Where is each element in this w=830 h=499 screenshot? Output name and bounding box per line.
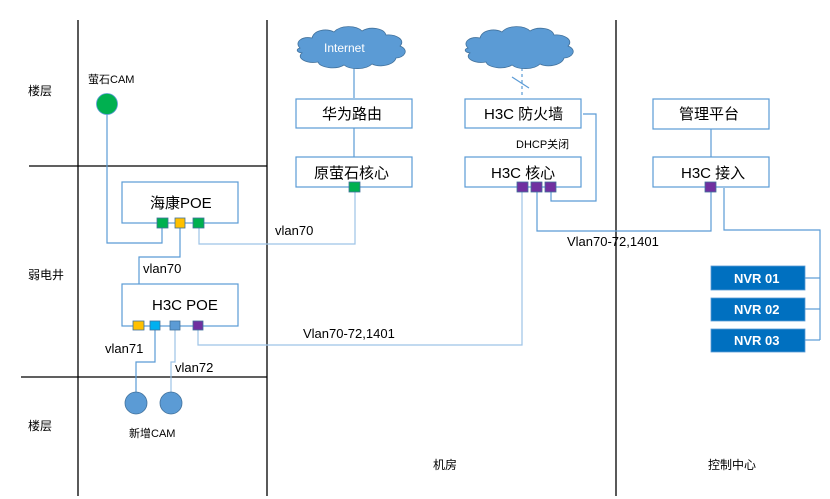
cloud-internet-shape [296,26,406,70]
nvr-box [710,297,806,322]
trunk-label-poe-core: Vlan70-72,1401 [303,326,395,341]
vlan-label-hik-h3c: vlan70 [143,261,181,276]
nvr-03[interactable]: NVR 03 [710,328,806,353]
vlan-label-hik-core: vlan70 [275,223,313,238]
nvr-label: NVR 03 [734,333,780,348]
camera-ys[interactable]: 萤石CAM [88,73,134,115]
trunk-label-core-access: Vlan70-72,1401 [567,234,659,249]
link-hik-poe-ys-core [198,192,356,245]
port-ys-core[interactable] [348,181,361,193]
camera-ys-label: 萤石CAM [88,73,134,86]
port-h3c-core-1[interactable] [516,181,529,193]
zone-label-floor-top: 楼层 [28,83,52,98]
port-h3c-poe-4[interactable] [192,320,204,331]
camera-new-1-icon [124,391,148,415]
cloud-firewall-uplink [464,26,574,70]
cloud-internet: Internet [296,26,406,70]
link-h3c-poe-h3c-core [197,192,523,346]
port-h3c-poe-1[interactable] [132,320,145,331]
device-box [295,98,413,129]
device-mgmt-platform[interactable]: 管理平台 [652,98,770,130]
nvr-02[interactable]: NVR 02 [710,297,806,322]
device-box [464,98,582,129]
zone-label-control-center: 控制中心 [708,457,756,472]
zone-grid [21,20,617,496]
port-h3c-core-2[interactable] [530,181,543,193]
device-label: 原萤石核心 [314,165,389,182]
nvr-box [710,328,806,353]
device-label: 管理平台 [679,106,739,123]
camera-new[interactable]: 新增CAM [124,391,183,440]
dhcp-disabled-note: DHCP关闭 [516,137,569,151]
device-label: H3C 接入 [681,165,745,182]
device-label: H3C POE [152,297,218,314]
port-hik-poe-1[interactable] [156,217,169,229]
port-hik-poe-2[interactable] [174,217,186,229]
port-h3c-poe-2[interactable] [149,320,161,331]
link-ys-cam-hik-poe [106,114,163,244]
device-h3c-firewall[interactable]: H3C 防火墙 [464,98,582,129]
nvr-label: NVR 01 [734,271,780,286]
device-label: H3C 防火墙 [484,106,563,123]
camera-new-2-icon [159,391,183,415]
link-h3c-poe-cam1 [135,330,156,392]
cloud-firewall-shape [464,26,574,70]
zone-label-floor-bottom: 楼层 [28,418,52,433]
zone-label-server-room: 机房 [433,457,457,472]
device-box [652,98,770,130]
port-h3c-access[interactable] [704,181,717,193]
port-hik-poe-3[interactable] [192,217,205,229]
device-h3c-poe[interactable]: H3C POE [121,283,239,327]
nvr-box [710,265,806,291]
camera-ys-icon [96,93,118,115]
link-h3c-core-firewall [550,113,597,202]
vlan-label-72: vlan72 [175,360,213,375]
link-access-nvr-bus [723,188,821,340]
links [106,68,821,392]
device-label: H3C 核心 [491,165,555,182]
cloud-internet-label: Internet [324,41,365,55]
device-hik-poe[interactable]: 海康POE [121,181,239,224]
device-box [121,181,239,224]
link-h3c-poe-cam2 [170,330,176,392]
nvr-01[interactable]: NVR 01 [710,265,806,291]
nvr-label: NVR 02 [734,302,780,317]
camera-new-label: 新增CAM [129,426,175,440]
device-huawei-router[interactable]: 华为路由 [295,98,413,129]
port-h3c-poe-3[interactable] [169,320,181,331]
vlan-label-71: vlan71 [105,341,143,356]
link-h3c-core-access [536,192,712,232]
device-label: 海康POE [150,195,212,212]
device-box [121,283,239,327]
zone-label-weak-current-shaft: 弱电井 [28,268,64,282]
port-h3c-core-3[interactable] [544,181,557,193]
device-label: 华为路由 [322,106,382,123]
link-break-mark [511,76,530,89]
ports [132,181,717,331]
